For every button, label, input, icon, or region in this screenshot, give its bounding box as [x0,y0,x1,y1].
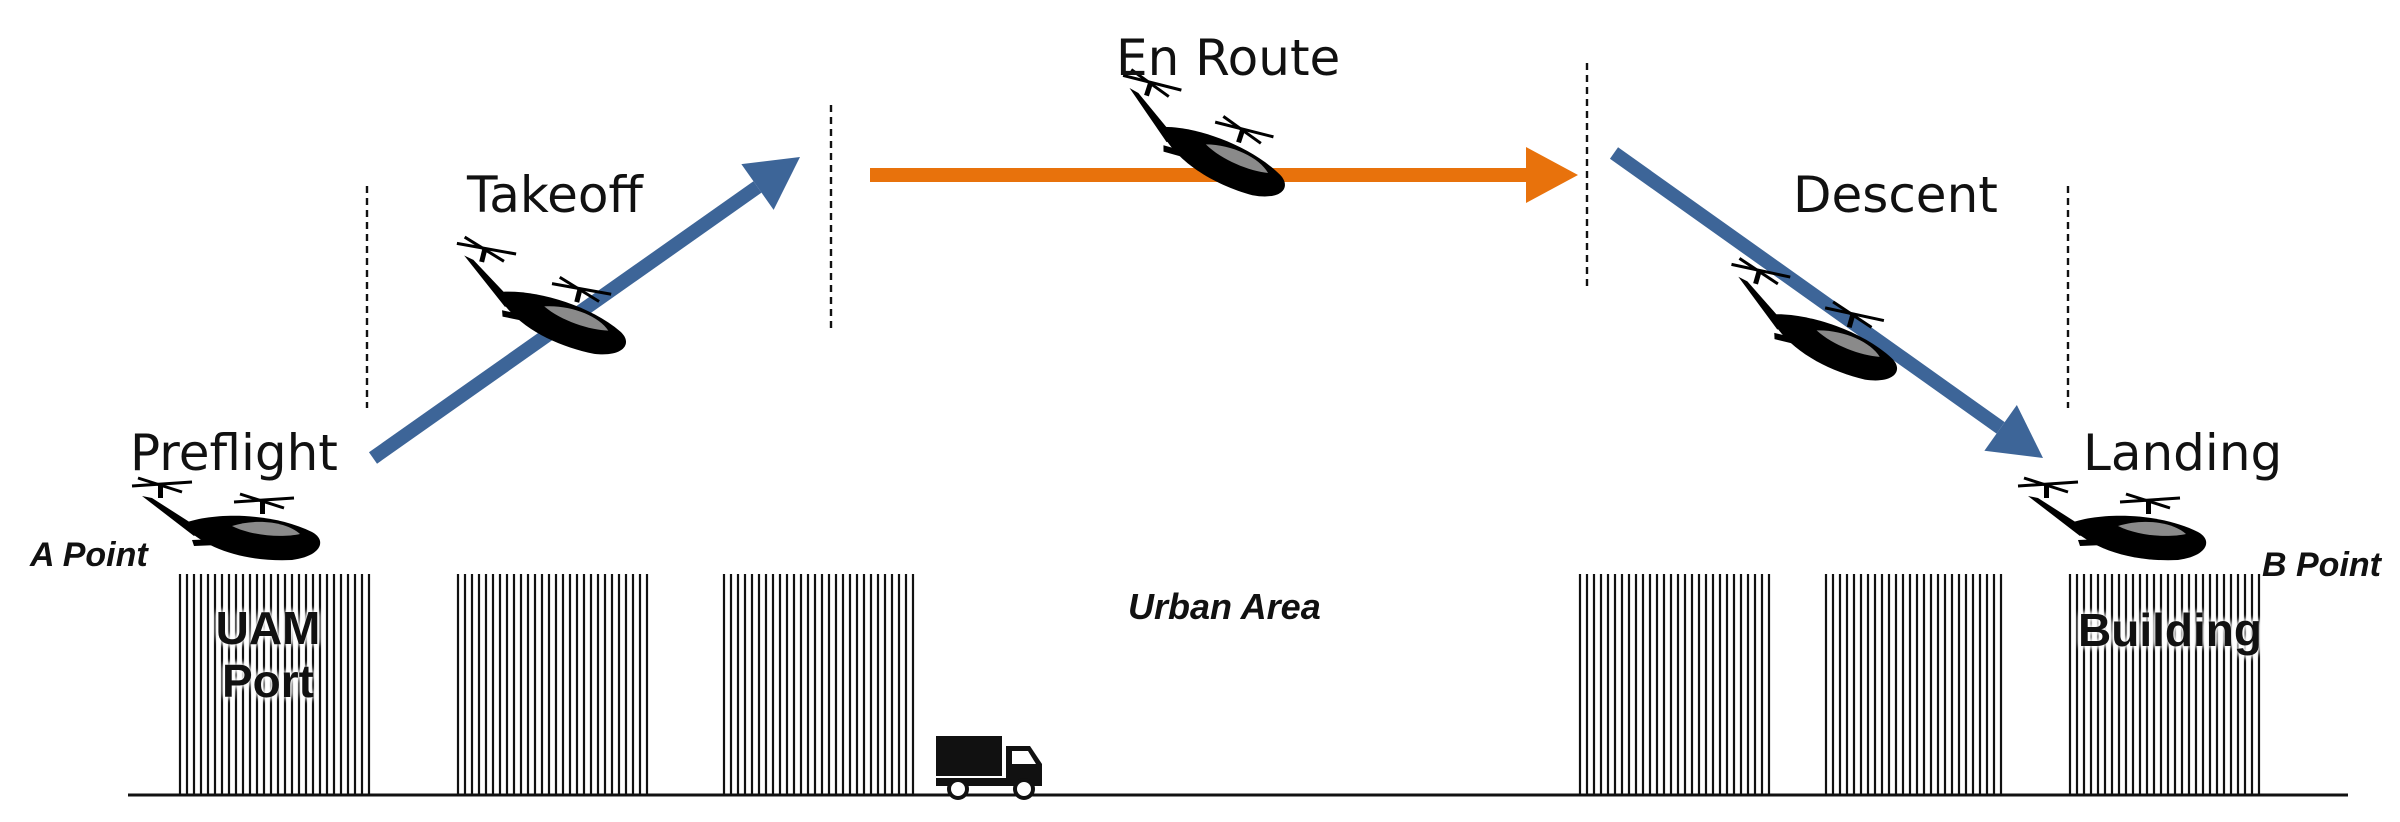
building-block-4 [1578,574,1771,795]
b-point-label: B Point [2262,546,2381,584]
building-destination [2068,574,2261,795]
descent-arrow [1609,147,2043,458]
enroute-arrow-head [1526,147,1578,203]
truck-wheel [1013,778,1035,800]
uam-port-label: UAM Port [178,602,358,708]
evtol-aircraft-icon-enroute [1098,66,1307,206]
urban-area-label: Urban Area [1128,586,1321,627]
descent-arrow-head [1984,405,2043,458]
phase-label-landing: Landing [2083,424,2283,482]
evtol-aircraft-icon-preflight [130,476,322,562]
truck-chassis [936,778,1042,786]
building-block-3 [722,574,915,795]
truck-icon [936,736,1042,800]
phase-label-takeoff: Takeoff [467,166,643,224]
a-point-label: A Point [30,536,148,574]
uam-port-label-line1: UAM [215,602,321,654]
aircraft-layer [130,66,2208,800]
phase-label-descent: Descent [1793,166,1998,224]
phase-label-enroute: En Route [1116,29,1341,87]
uam-port-label-line2: Port [222,654,314,707]
building-block-2 [456,574,649,795]
building-uam-port [178,574,371,795]
descent-arrow-shaft [1609,147,2005,434]
building-label: Building [2078,604,2262,656]
building-block-5 [1824,574,2003,795]
evtol-aircraft-icon-descent [1709,255,1917,390]
truck-wheel [947,778,969,800]
truck-cargo [936,736,1002,776]
takeoff-arrow-head [741,157,800,210]
arrows-layer [365,63,2070,464]
enroute-arrow [870,147,1578,203]
truck-window [1012,751,1036,764]
buildings-layer [128,574,2348,797]
phase-label-preflight: Preflight [130,424,338,482]
evtol-aircraft-icon-landing [2016,476,2208,562]
